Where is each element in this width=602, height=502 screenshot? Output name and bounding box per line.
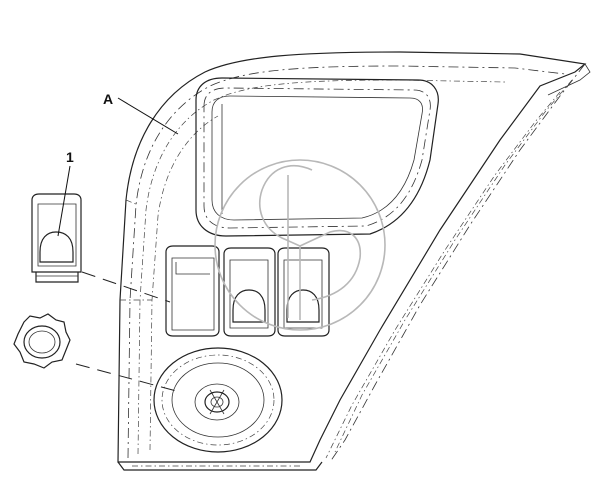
callout-1: 1 <box>66 149 74 165</box>
switch-slot-center <box>223 247 276 337</box>
dash-panel-housing <box>117 51 591 471</box>
leader-line-a <box>117 97 179 135</box>
switch-slot-right <box>277 247 330 337</box>
knob-part <box>13 313 71 369</box>
callout-a: A <box>103 91 113 107</box>
watermark-logo <box>214 159 386 331</box>
knob-bezel <box>153 347 283 453</box>
explode-line-switch <box>81 271 171 303</box>
display-window <box>195 77 439 237</box>
explode-line-knob <box>75 363 181 393</box>
rocker-switch-part <box>31 193 82 283</box>
leader-line-1 <box>57 165 71 237</box>
switch-slot-blank <box>165 245 220 337</box>
